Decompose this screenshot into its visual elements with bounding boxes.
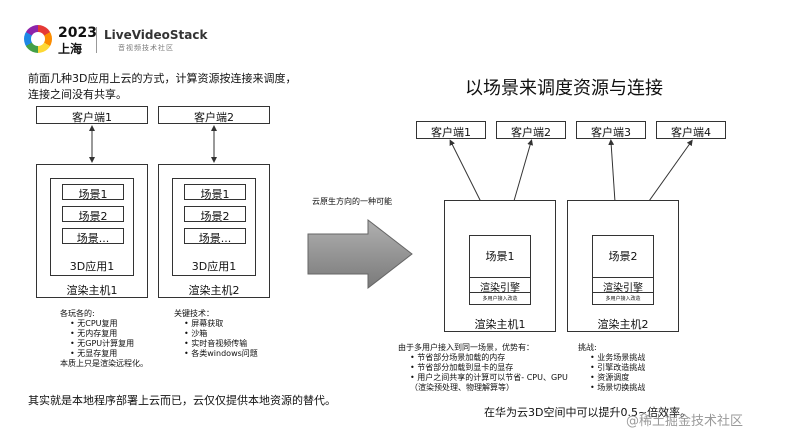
brand-name: LiveVideoStack	[104, 28, 208, 42]
right-access-2: 多用户接入改造	[605, 296, 641, 302]
right-scene-label-2: 场景2	[608, 250, 638, 263]
right-render-host-1	[444, 200, 556, 332]
left-app-label-2: 3D应用1	[191, 260, 237, 273]
intro-line-2: 连接之间没有共享。	[28, 88, 127, 101]
right-bottom-note: 在华为云3D空间中可以提升0.5~倍效率。	[484, 406, 692, 419]
right-engine-1: 渲染引擎	[469, 277, 531, 294]
logo-city: 上海	[58, 42, 83, 56]
logo-year: 2023	[58, 25, 97, 41]
logo-divider	[96, 27, 97, 53]
right-scene-label-1: 场景1	[485, 250, 515, 263]
left-scene-2a: 场景2	[62, 206, 124, 223]
intro-line-1: 前面几种3D应用上云的方式，计算资源按连接来调度，	[28, 72, 297, 85]
right-engine-2: 渲染引擎	[592, 277, 654, 294]
left-scene-1b: 场景1	[184, 184, 246, 201]
right-host-label-2: 渲染主机2	[597, 318, 649, 331]
right-access-1: 多用户接入改造	[482, 296, 518, 302]
conference-logo-icon	[24, 25, 52, 53]
right-advantages-list: 由于多用户接入到同一场景，优势有： 节省部分场景加载的内存 节省部分加载到显卡的…	[398, 343, 570, 393]
right-host-label-1: 渲染主机1	[474, 318, 526, 331]
left-tech-list: 关键技术： 屏幕获取 沙箱 实时音视频传输 各类windows问题	[174, 309, 258, 359]
left-scene-2b: 场景2	[184, 206, 246, 223]
left-client-1: 客户端1	[36, 106, 148, 124]
left-problems-list: 各玩各的: 无CPU复用 无内存复用 无GPU计算复用 无显存复用 本质上只是渲…	[60, 309, 148, 369]
left-conclusion: 其实就是本地程序部署上云而已，云仅仅提供本地资源的替代。	[28, 394, 336, 407]
right-scene-box-2	[592, 235, 654, 305]
left-app-label-1: 3D应用1	[69, 260, 115, 273]
arrow-label: 云原生方向的一种可能	[312, 197, 392, 206]
left-host-label-2: 渲染主机2	[188, 284, 240, 297]
brand-subtitle: 音视频技术社区	[118, 44, 174, 52]
left-client-2: 客户端2	[158, 106, 270, 124]
big-right-arrow-icon	[307, 218, 413, 290]
right-client-1: 客户端1	[416, 121, 486, 139]
left-host-label-1: 渲染主机1	[66, 284, 118, 297]
left-scene-more-b: 场景...	[184, 228, 246, 245]
left-scene-more-a: 场景...	[62, 228, 124, 245]
right-scene-box-1	[469, 235, 531, 305]
right-title: 以场景来调度资源与连接	[465, 78, 663, 99]
right-client-4: 客户端4	[656, 121, 726, 139]
left-scene-1a: 场景1	[62, 184, 124, 201]
right-challenges-list: 挑战: 业务场景挑战 引擎改造挑战 资源调度 场景切换挑战	[578, 343, 645, 393]
watermark: @稀土掘金技术社区	[626, 414, 744, 429]
right-client-2: 客户端2	[496, 121, 566, 139]
right-client-3: 客户端3	[576, 121, 646, 139]
